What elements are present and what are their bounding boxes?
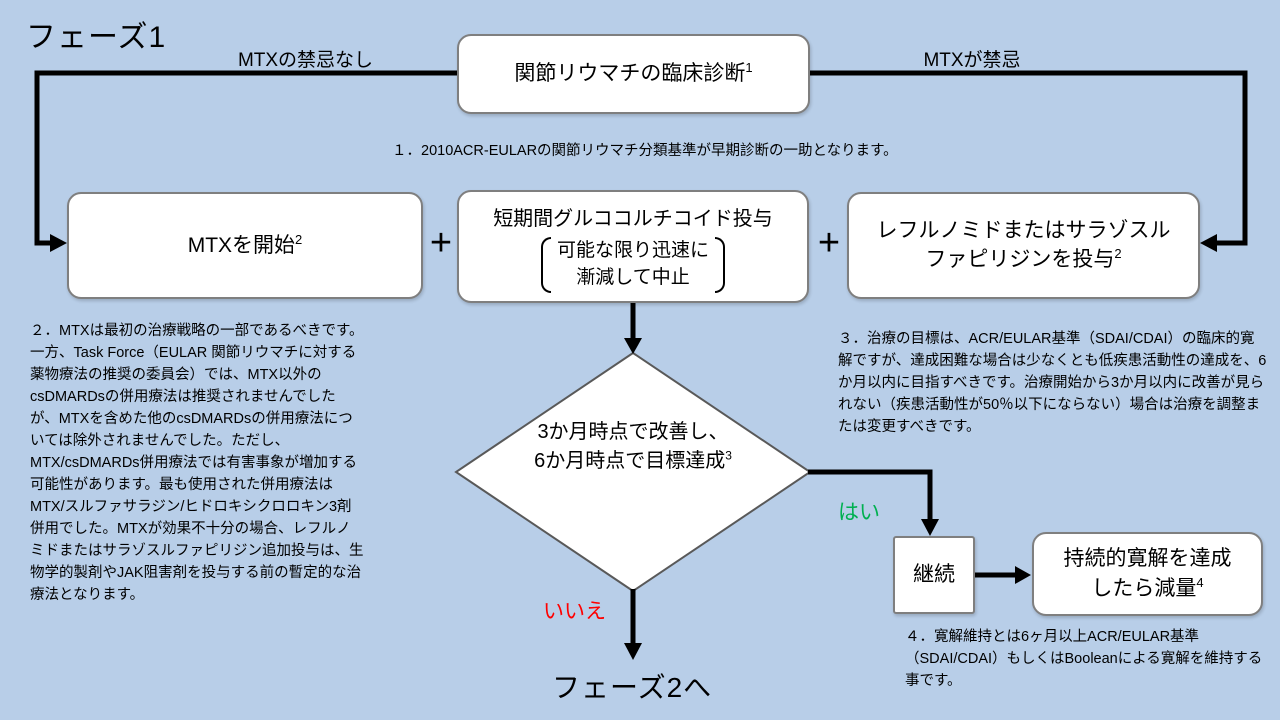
leflunomide-footnote-ref: 2 [1114,246,1122,261]
diagnosis-text: 関節リウマチの臨床診断 [514,62,746,86]
leflunomide-box: レフルノミドまたはサラゾスル ファピリジンを投与2 [847,192,1200,299]
glucocorticoid-bracket-row: 可能な限り迅速に 漸減して中止 [540,237,725,293]
plus-sign-2: + [817,222,841,264]
decision-label: 3か月時点で改善し、6か月時点で目標達成3 [533,418,733,476]
glucocorticoid-line1: 短期間グルココルチコイド投与 [493,208,773,230]
arrowhead-into-decision [624,338,642,354]
arrowhead-into-leflunomide-box [1200,234,1217,252]
decision-text: 3か月時点で改善し、6か月時点で目標達成 [534,421,729,472]
decision-no-label: いいえ [543,600,606,623]
diagnosis-footnote-ref: 1 [745,60,753,76]
footnote-3: ３．治療の目標は、ACR/EULAR基準（SDAI/CDAI）の臨床的寛解ですが… [838,331,1267,435]
phase2-label: フェーズ2へ [552,672,713,703]
continue-label: 継続 [913,562,955,586]
mtx-start-box: MTXを開始2 [67,192,423,299]
arrowhead-into-mtx-box [50,234,67,252]
diagnosis-box-label: 関節リウマチの臨床診断1 [514,59,752,88]
leflunomide-line1: レフルノミドまたはサラゾスル [876,218,1171,242]
leflunomide-line2: ファピリジンを投与2 [925,245,1121,274]
taper-footnote-ref: 4 [1196,574,1204,590]
leflunomide-line2-text: ファピリジンを投与 [925,248,1115,271]
branch-label-contraindicated: MTXが禁忌 [923,50,1021,71]
mtx-start-label: MTXを開始2 [188,231,303,260]
mtx-start-text: MTXを開始 [187,233,296,257]
branch-label-no-contraindication: MTXの禁忌なし [237,50,374,71]
continue-box: 継続 [893,536,975,614]
plus-sign-1: + [429,222,453,264]
decision-footnote-ref: 3 [725,448,732,463]
bracket-left [540,237,551,293]
glucocorticoid-box: 短期間グルココルチコイド投与 可能な限り迅速に 漸減して中止 [457,190,809,303]
glucocorticoid-bracket-text: 可能な限り迅速に 漸減して中止 [556,240,709,288]
footnote-2: ２．MTXは最初の治療戦略の一部であるべきです。一方、Task Force（EU… [30,323,364,603]
footnote-4: ４．寛解維持とは6ヶ月以上ACR/EULAR基準（SDAI/CDAI）もしくはB… [905,629,1263,689]
decision-yes-label: はい [838,501,880,524]
arrowhead-into-taper-box [1015,566,1031,584]
arrowhead-to-phase2 [624,643,642,660]
mtx-footnote-ref: 2 [295,231,303,247]
phase-title: フェーズ1 [26,21,167,54]
taper-box: 持続的寛解を達成したら減量4 [1032,532,1263,616]
diagnosis-box: 関節リウマチの臨床診断1 [457,34,810,114]
bracket-right [715,237,725,293]
footnote-1: １．2010ACR-EULARの関節リウマチ分類基準が早期診断の一助となります。 [392,143,898,159]
taper-label: 持続的寛解を達成したら減量4 [1055,545,1240,603]
taper-text: 持続的寛解を達成したら減量 [1063,547,1232,600]
arrowhead-into-continue-box [921,519,939,536]
